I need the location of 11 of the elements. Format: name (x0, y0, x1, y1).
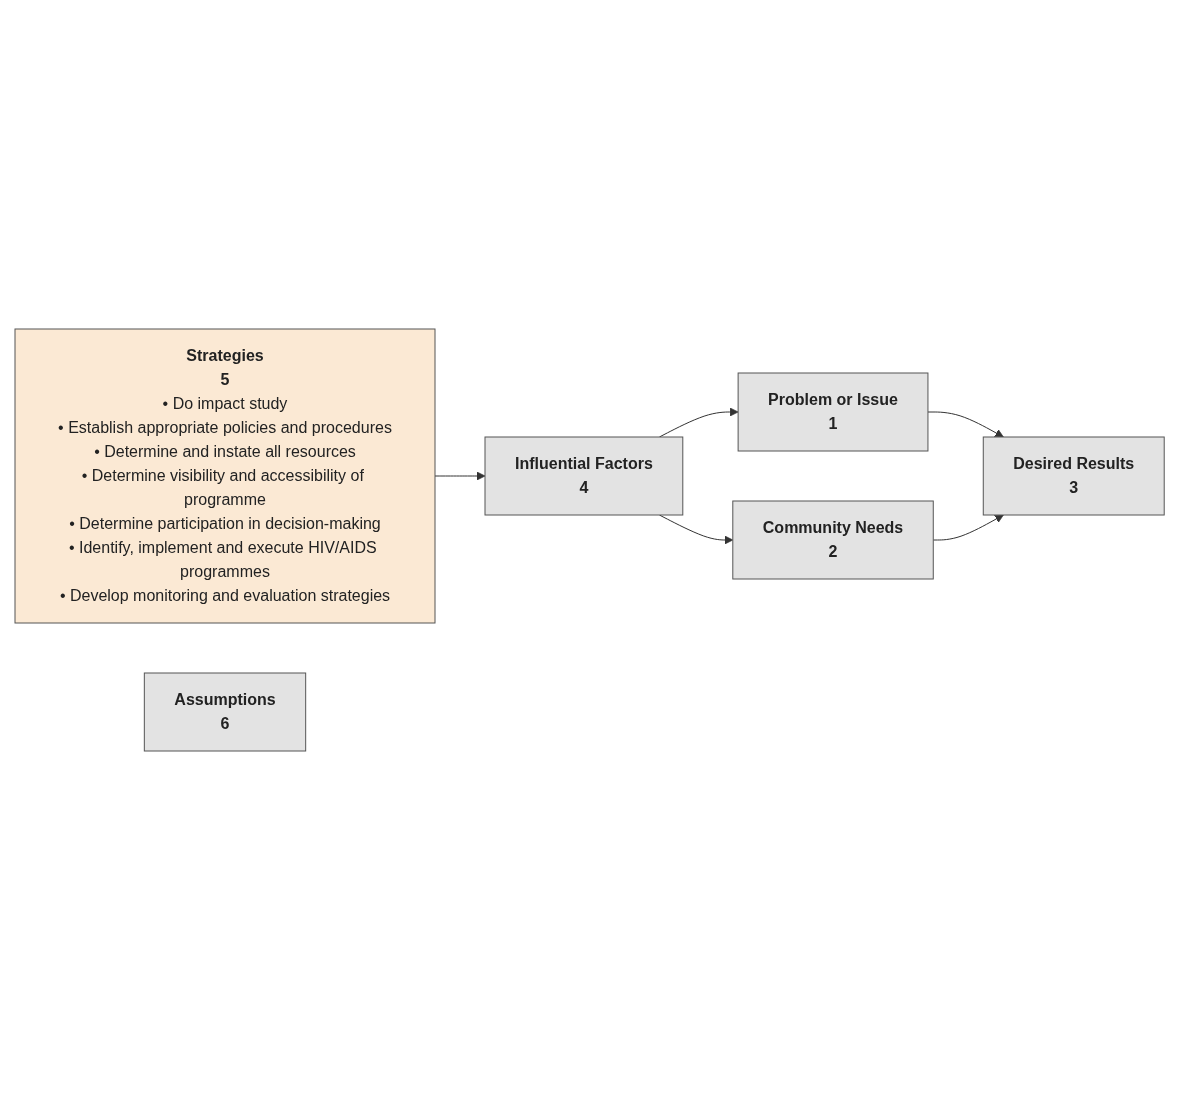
arrow (434, 471, 486, 481)
arrow (933, 514, 1005, 541)
arrow (927, 411, 1005, 438)
arrow (659, 407, 739, 438)
node-box: Problem or Issue 1 (738, 372, 929, 452)
node-box: Desired Results 3 (983, 436, 1166, 516)
node-box: Influential Factors 4 (484, 436, 684, 516)
node-box: Community Needs 2 (732, 500, 935, 580)
node-box: Strategies 5 • Do impact study • Establish appropriate policies and procedures • Determine and instate all resources • Determine visibility and accessibility of programme • Determine participation in decision-making • Identify, implement and execute HIV/AIDS programmes • Develop monitoring and evaluation strategies (14, 328, 436, 624)
arrow (659, 514, 734, 545)
node-box: Assumptions 6 (144, 672, 307, 752)
